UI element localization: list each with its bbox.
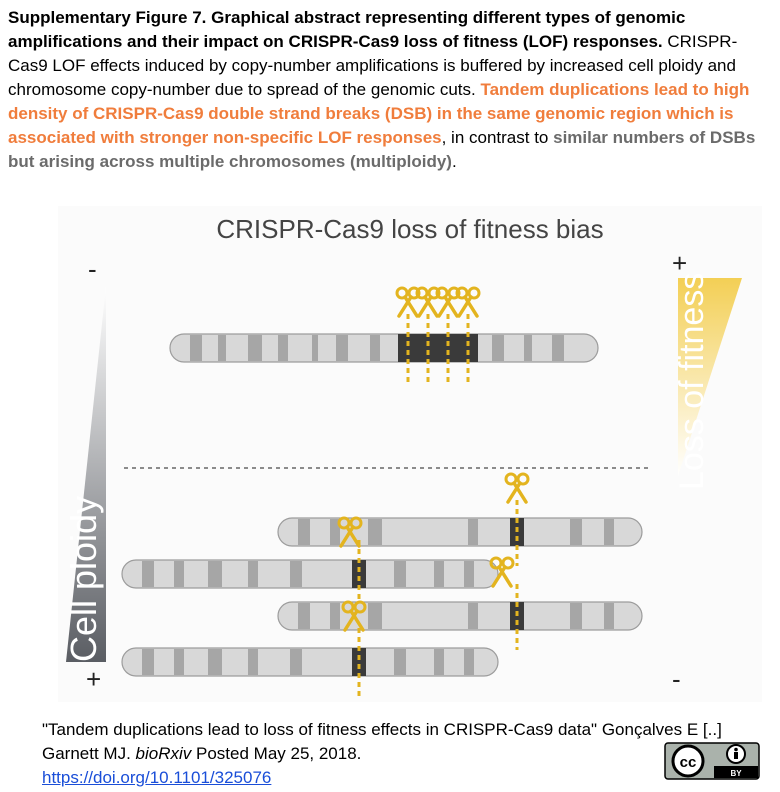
doi-link[interactable]: https://doi.org/10.1101/325076: [42, 768, 272, 787]
chromosome-multiploid-1: [277, 472, 643, 566]
cell-ploidy-gradient: [66, 286, 106, 662]
svg-text:cc: cc: [680, 754, 697, 771]
cell-ploidy-label: Cell ploidy: [63, 495, 104, 662]
citation: "Tandem duplications lead to loss of fit…: [42, 718, 742, 790]
citation-text: "Tandem duplications lead to loss of fit…: [42, 720, 722, 763]
abstract-drawing: [58, 206, 762, 702]
right-bottom-sign: -: [672, 664, 681, 694]
caption-heading: Supplementary Figure 7. Graphical abstra…: [8, 8, 686, 51]
caption-highlight-orange: Tandem duplications lead to high density…: [8, 80, 750, 147]
chromosome-multiploid-4: [121, 628, 499, 696]
citation-date: Posted May 25, 2018.: [191, 744, 362, 763]
caption-text-1: CRISPR-Cas9 LOF effects induced by copy-…: [8, 32, 738, 99]
chromosome-tandem: [169, 286, 599, 382]
cc-by-label: BY: [730, 769, 742, 778]
chromosome-multiploid-3: [277, 584, 643, 650]
right-top-sign: +: [672, 248, 688, 278]
caption-text-2: , in contrast to: [441, 128, 554, 147]
figure-caption: Supplementary Figure 7. Graphical abstra…: [8, 6, 772, 174]
cc-by-icon: cc BY: [664, 742, 760, 780]
left-top-sign: -: [88, 254, 97, 284]
loss-of-fitness-gradient: [678, 278, 742, 476]
caption-text-3: .: [451, 152, 457, 171]
chromosome-multiploid-2: [121, 516, 515, 610]
figure-title: CRISPR-Cas9 loss of fitness bias: [216, 214, 604, 244]
loss-of-fitness-label: Loss of fitness: [673, 272, 711, 490]
graphical-abstract: CRISPR-Cas9 loss of fitness bias - + + -…: [58, 206, 762, 702]
citation-journal: bioRxiv: [135, 744, 192, 763]
left-bottom-sign: +: [86, 664, 102, 694]
caption-highlight-gray: similar numbers of DSBs but arising acro…: [8, 128, 756, 171]
